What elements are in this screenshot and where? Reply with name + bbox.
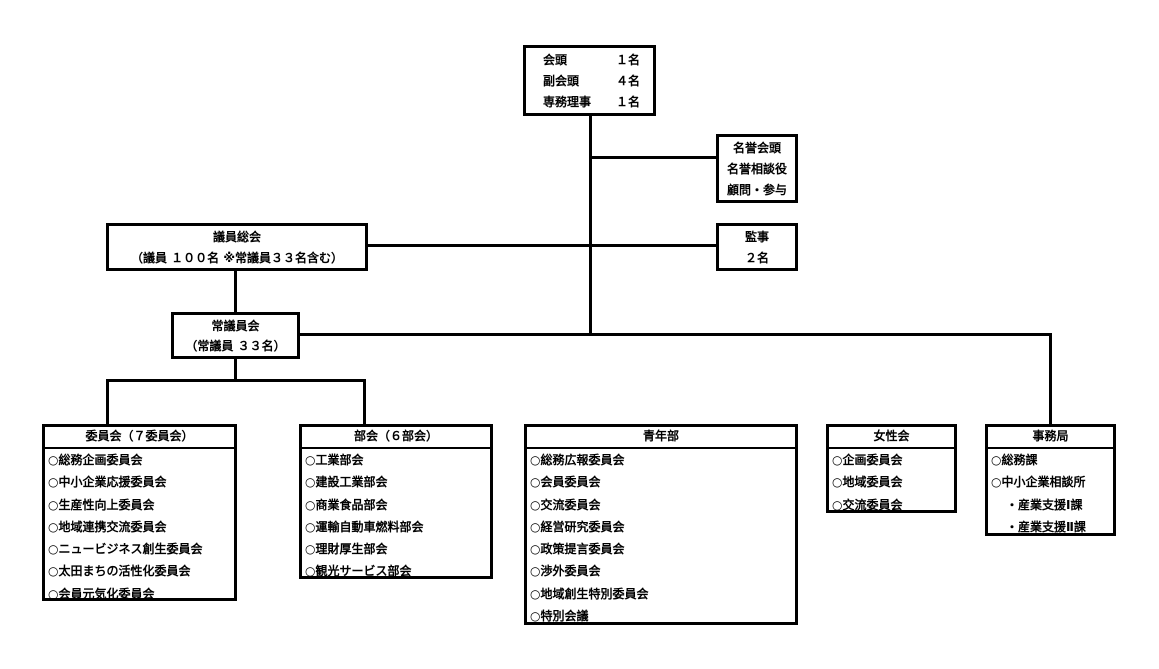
divisions-box: 部会（６部会） ○工業部会 ○建設工業部会 ○商業食品部会 ○運輸自動車燃料部会… (299, 424, 493, 579)
executives-box: 会頭 １名 副会頭 ４名 専務理事 １名 (523, 45, 656, 116)
exec-count: ４名 (616, 74, 641, 88)
auditor-title: 監事 (744, 230, 769, 244)
divisions-title: 部会（６部会） (302, 427, 490, 449)
list-item: ○観光サービス部会 (305, 564, 412, 579)
connector-lower-horizontal (106, 379, 366, 382)
list-item: ○総務企画委員会 (48, 453, 143, 467)
auditor-box: 監事 ２名 (716, 223, 798, 271)
standing-title: 常議員会 (211, 319, 260, 333)
list-item: ○交流委員会 (832, 497, 903, 512)
list-item: ○生産性向上委員会 (48, 497, 155, 512)
list-item: ○会員委員会 (530, 475, 601, 490)
standing-detail: （常議員 ３３名） (185, 339, 286, 353)
list-item: ○地域創生特別委員会 (530, 586, 649, 601)
connector-assembly-standing (234, 269, 237, 314)
honorary-item: 名誉会頭 (732, 141, 781, 155)
assembly-detail: （議員 １００名 ※常議員３３名含む） (130, 251, 344, 265)
assembly-box: 議員総会 （議員 １００名 ※常議員３３名含む） (106, 223, 368, 271)
list-item: ○理財厚生部会 (305, 542, 388, 557)
list-item: ○特別会議 (530, 609, 589, 624)
honorary-item: 顧問・参与 (726, 183, 787, 197)
list-item: ○会員元気化委員会 (48, 586, 155, 601)
exec-role: 専務理事 (543, 95, 592, 109)
exec-row-president: 会頭 １名 (526, 50, 653, 70)
secretariat-title: 事務局 (988, 427, 1113, 449)
list-item: ○工業部会 (305, 453, 364, 467)
youth-title: 青年部 (527, 427, 795, 449)
connector-assembly-auditor (365, 244, 717, 247)
connector-main-vertical (589, 114, 592, 336)
list-item: ○ニュービジネス創生委員会 (48, 542, 203, 557)
honorary-item: 名誉相談役 (726, 162, 787, 176)
auditor-count: ２名 (744, 251, 769, 265)
secretariat-box: 事務局 ○総務課 ○中小企業相談所 ・産業支援Ⅰ課 ・産業支援Ⅱ課 (985, 424, 1116, 536)
list-item: ・産業支援Ⅱ課 (1006, 519, 1086, 534)
exec-count: １名 (616, 53, 641, 67)
list-item: ○政策提言委員会 (530, 542, 625, 557)
committees-title: 委員会（７委員会） (45, 427, 234, 449)
list-item: ○総務課 (991, 453, 1038, 467)
list-item: ○運輸自動車燃料部会 (305, 519, 424, 534)
connector-secretariat-drop (1049, 333, 1052, 426)
connector-honorary (589, 156, 717, 159)
standing-council-box: 常議員会 （常議員 ３３名） (171, 312, 300, 359)
assembly-title: 議員総会 (212, 230, 261, 244)
connector-divisions-drop (363, 379, 366, 426)
list-item: ・産業支援Ⅰ課 (1006, 497, 1083, 512)
list-item: ○太田まちの活性化委員会 (48, 564, 191, 579)
list-item: ○総務広報委員会 (530, 453, 625, 467)
list-item: ○地域委員会 (832, 475, 903, 490)
list-item: ○企画委員会 (832, 453, 903, 467)
exec-row-vice-president: 副会頭 ４名 (526, 71, 653, 91)
exec-role: 会頭 (543, 53, 568, 67)
list-item: ○地域連携交流委員会 (48, 519, 167, 534)
connector-committees-drop (106, 379, 109, 426)
list-item: ○中小企業相談所 (991, 475, 1086, 490)
list-item: ○渉外委員会 (530, 564, 601, 579)
women-title: 女性会 (829, 427, 954, 449)
connector-standing-right (298, 333, 1052, 336)
list-item: ○中小企業応援委員会 (48, 475, 167, 490)
honorary-box: 名誉会頭 名誉相談役 顧問・参与 (716, 134, 798, 203)
exec-count: １名 (616, 95, 641, 109)
exec-row-managing-director: 専務理事 １名 (526, 92, 653, 112)
list-item: ○商業食品部会 (305, 497, 388, 512)
women-box: 女性会 ○企画委員会 ○地域委員会 ○交流委員会 (826, 424, 957, 513)
exec-role: 副会頭 (543, 74, 580, 88)
list-item: ○建設工業部会 (305, 475, 388, 490)
list-item: ○交流委員会 (530, 497, 601, 512)
list-item: ○経営研究委員会 (530, 519, 625, 534)
connector-standing-down (234, 357, 237, 381)
committees-box: 委員会（７委員会） ○総務企画委員会 ○中小企業応援委員会 ○生産性向上委員会 … (42, 424, 237, 601)
youth-box: 青年部 ○総務広報委員会 ○会員委員会 ○交流委員会 ○経営研究委員会 ○政策提… (524, 424, 798, 625)
